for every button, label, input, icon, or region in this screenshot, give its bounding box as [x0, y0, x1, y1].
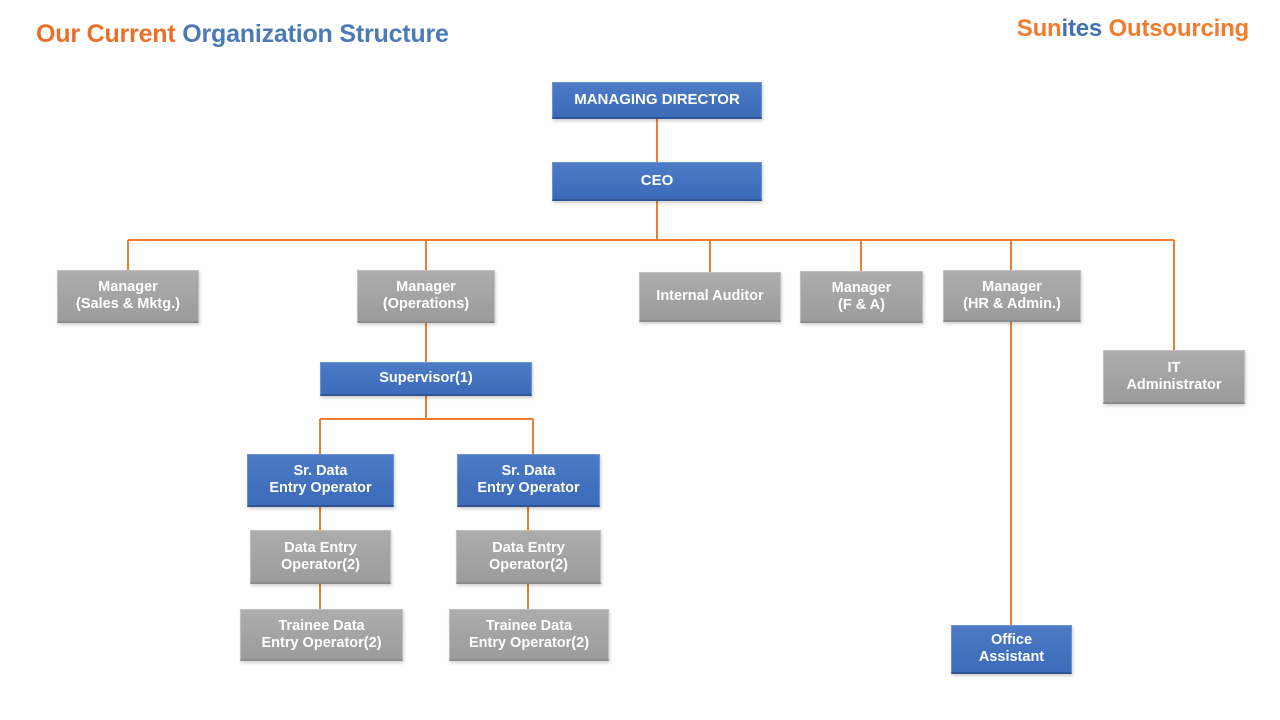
node-label-line2: Assistant: [978, 649, 1045, 665]
node-label-line1: Manager: [831, 279, 892, 296]
node-label-line2: Entry Operator: [477, 480, 580, 496]
page-title: Our Current Organization Structure: [36, 20, 449, 49]
node-label-line2: Entry Operator(2): [261, 634, 382, 651]
node-data-entry-operator-2[interactable]: Data Entry Operator(2): [456, 530, 601, 584]
node-trainee-data-entry-operator-1[interactable]: Trainee Data Entry Operator(2): [240, 609, 403, 661]
node-manager-sales-marketing[interactable]: Manager (Sales & Mktg.): [57, 270, 199, 323]
node-internal-auditor[interactable]: Internal Auditor: [639, 272, 781, 322]
node-sr-data-entry-operator-2[interactable]: Sr. Data Entry Operator: [457, 454, 600, 507]
node-trainee-data-entry-operator-2[interactable]: Trainee Data Entry Operator(2): [449, 609, 609, 661]
node-managing-director[interactable]: MANAGING DIRECTOR: [552, 82, 762, 119]
node-label: Supervisor(1): [379, 370, 473, 387]
node-label-line2: Administrator: [1126, 376, 1222, 393]
node-label-line1: Sr. Data: [501, 463, 556, 480]
logo-part-ites: ites: [1061, 15, 1103, 42]
node-label-line1: IT: [1167, 359, 1181, 376]
node-label: Internal Auditor: [656, 288, 764, 305]
node-label-line2: (HR & Admin.): [963, 295, 1061, 312]
node-label-line2: Entry Operator: [269, 480, 372, 496]
node-label-line1: Office: [990, 632, 1033, 649]
node-label-line1: Trainee Data: [278, 617, 365, 634]
company-logo: Sunites Outsourcing: [1017, 15, 1249, 43]
node-label-line1: Data Entry: [492, 539, 565, 556]
node-ceo[interactable]: CEO: [552, 162, 762, 201]
node-label-line2: (Sales & Mktg.): [76, 296, 180, 312]
node-manager-finance-accounts[interactable]: Manager (F & A): [800, 271, 923, 323]
node-label-line1: Sr. Data: [293, 463, 348, 480]
node-label-line2: (Operations): [382, 296, 470, 312]
node-label-line2: (F & A): [838, 296, 885, 313]
page-title-main: Organization Structure: [182, 20, 449, 48]
node-label-line2: Operator(2): [281, 556, 360, 573]
node-manager-hr-admin[interactable]: Manager (HR & Admin.): [943, 270, 1081, 322]
node-label-line1: Manager: [396, 279, 456, 296]
logo-part-outsourcing: Outsourcing: [1108, 15, 1250, 42]
node-label: CEO: [640, 172, 674, 190]
node-label-line1: Manager: [98, 279, 158, 296]
page-title-accent: Our Current: [36, 20, 176, 48]
node-it-administrator[interactable]: IT Administrator: [1103, 350, 1245, 404]
node-data-entry-operator-1[interactable]: Data Entry Operator(2): [250, 530, 391, 584]
node-manager-operations[interactable]: Manager (Operations): [357, 270, 495, 323]
logo-part-sun: Sun: [1016, 15, 1062, 42]
node-sr-data-entry-operator-1[interactable]: Sr. Data Entry Operator: [247, 454, 394, 507]
node-label-line2: Entry Operator(2): [468, 634, 590, 651]
node-label-line1: Data Entry: [284, 539, 357, 556]
node-label-line2: Operator(2): [489, 556, 568, 573]
node-label-line1: Trainee Data: [485, 617, 573, 634]
node-office-assistant[interactable]: Office Assistant: [951, 625, 1072, 674]
node-label-line1: Manager: [982, 278, 1042, 295]
node-supervisor[interactable]: Supervisor(1): [320, 362, 532, 396]
node-label: MANAGING DIRECTOR: [574, 91, 740, 109]
